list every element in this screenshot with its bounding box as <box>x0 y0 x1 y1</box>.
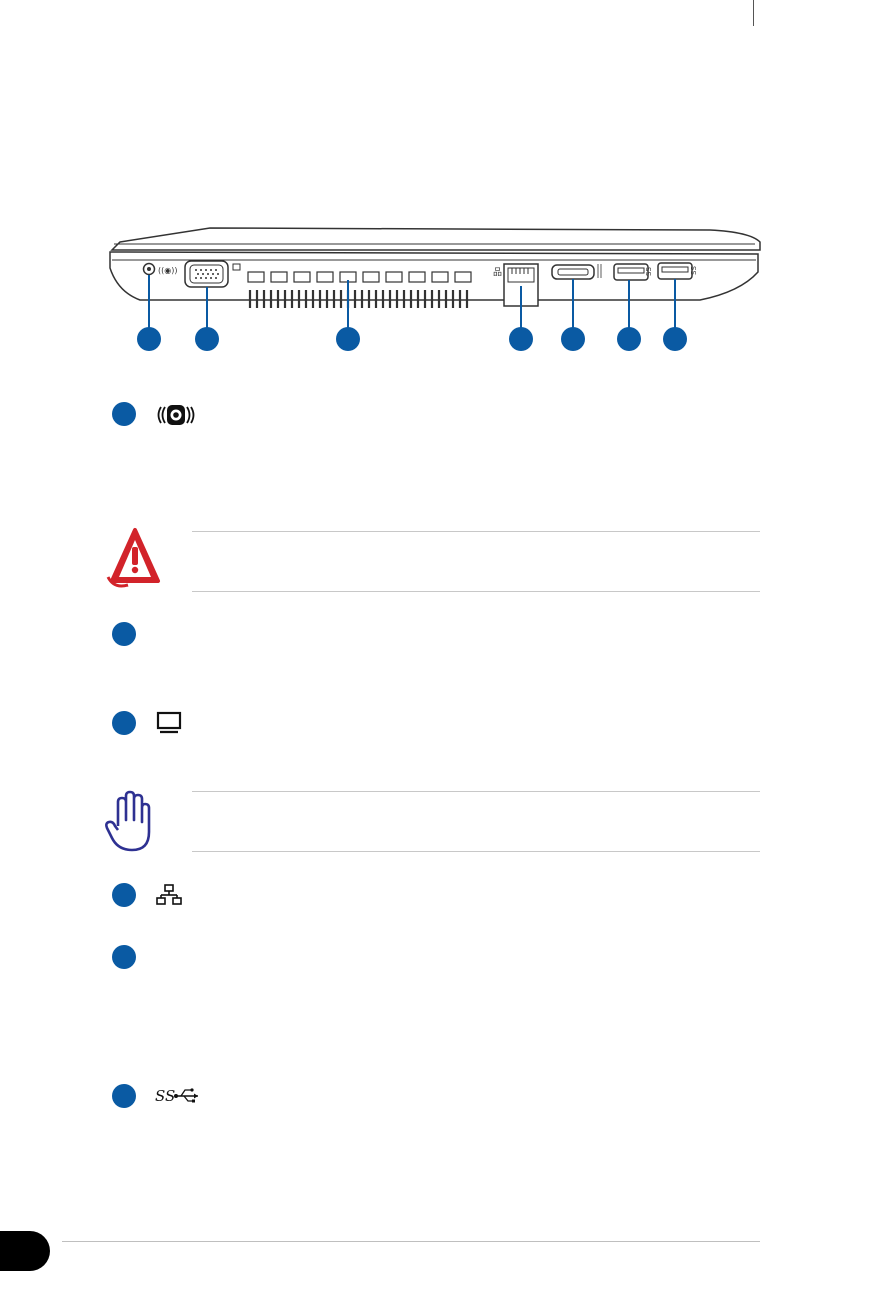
callout-6 <box>617 327 641 351</box>
warning-rule-bottom <box>192 591 760 592</box>
caution-rule-bottom <box>192 851 760 852</box>
callout-3 <box>336 327 360 351</box>
caution-hand-icon <box>105 790 151 852</box>
usb3-glyph-2: SS <box>690 266 698 275</box>
warning-icon <box>106 528 160 588</box>
callout-1 <box>137 327 161 351</box>
warning-rule-top <box>192 531 760 532</box>
air-vent-top <box>247 271 472 283</box>
page-number-tab <box>0 1231 50 1271</box>
network-icon <box>156 884 182 905</box>
vga-glyph <box>232 263 241 271</box>
section-2-bullet <box>112 622 136 646</box>
usb3-port-2 <box>657 262 693 280</box>
callout-2 <box>195 327 219 351</box>
footer-rule <box>62 1241 760 1242</box>
callout-leaders <box>148 275 676 330</box>
section-3-bullet <box>112 711 136 735</box>
power-jack <box>142 262 156 276</box>
power-input-icon <box>157 405 195 425</box>
lan-glyph: 品 <box>493 267 502 278</box>
callout-5 <box>561 327 585 351</box>
section-1-bullet <box>112 402 136 426</box>
power-glyph: ((◉)) <box>158 266 177 275</box>
section-5-bullet <box>112 945 136 969</box>
laptop-lid <box>110 227 761 251</box>
section-4-bullet <box>112 883 136 907</box>
callout-4 <box>509 327 533 351</box>
callout-7 <box>663 327 687 351</box>
usb-superspeed-icon: SS <box>155 1087 198 1105</box>
display-icon <box>156 711 182 734</box>
usb3-glyph-1: SS <box>645 267 653 276</box>
usb-ss-glyph: SS <box>155 1087 175 1105</box>
caution-rule-top <box>192 791 760 792</box>
laptop-side-view-diagram: ((◉)) 品 <box>109 227 761 330</box>
hdmi-glyph <box>597 264 602 278</box>
usb3-port-1 <box>613 263 649 281</box>
top-crop-rule <box>753 0 754 26</box>
section-6-bullet <box>112 1084 136 1108</box>
